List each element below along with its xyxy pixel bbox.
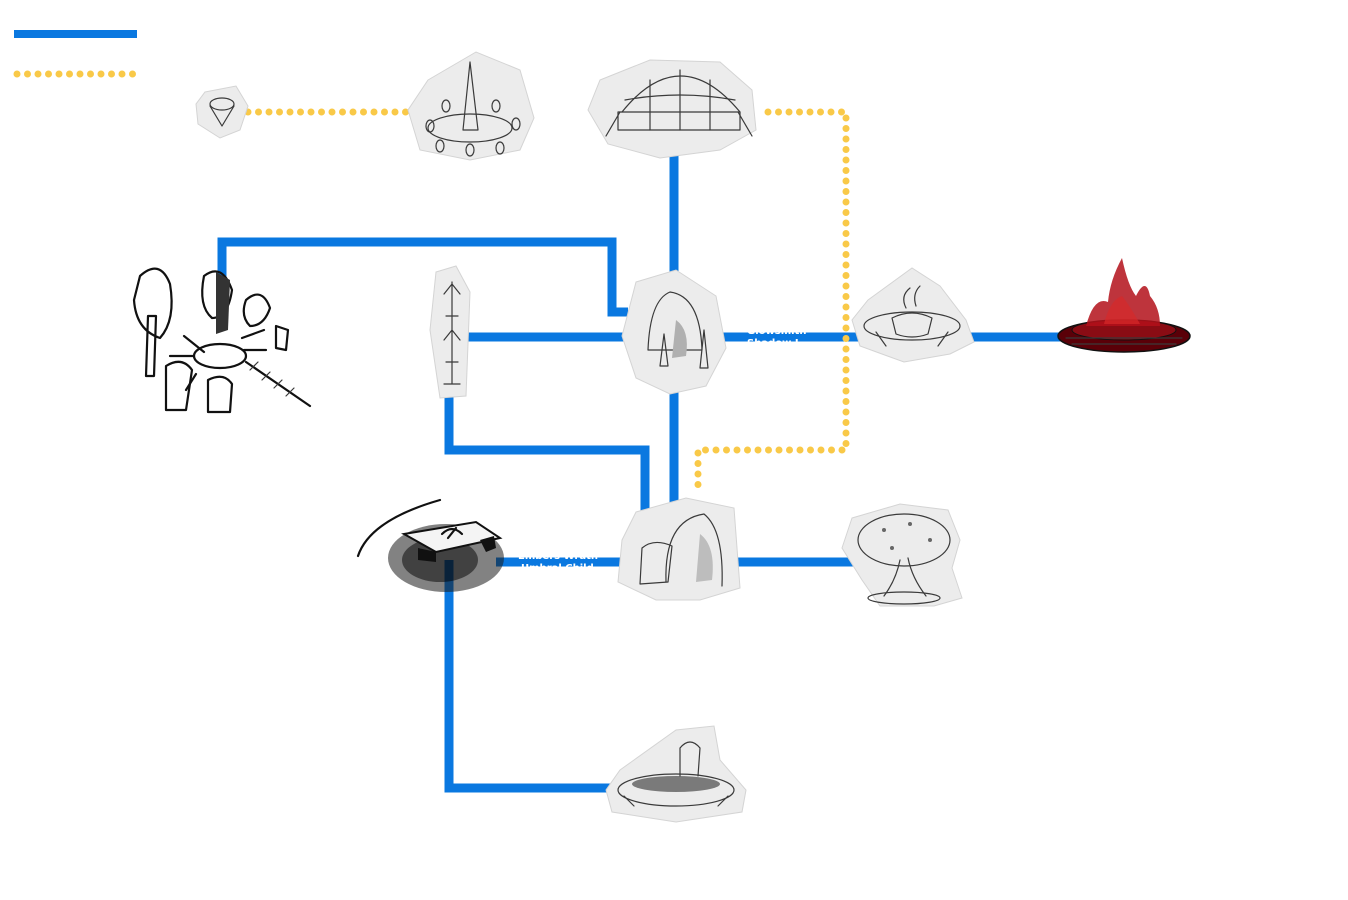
crystal-circle-icon[interactable] — [407, 51, 535, 161]
cauldron-altar-icon[interactable] — [851, 267, 975, 363]
edge-altar-to-well — [444, 560, 610, 793]
shadow-altar-icon[interactable] — [356, 498, 504, 592]
edge-totem-to-cave — [444, 395, 650, 530]
totem-pole-icon[interactable] — [429, 265, 471, 399]
solid-connectors — [217, 152, 1070, 793]
fire-pit-icon[interactable] — [1057, 258, 1191, 353]
gem-icon[interactable] — [195, 85, 249, 139]
standing-stones-icon[interactable] — [132, 267, 312, 414]
monolith-shrine-icon[interactable] — [621, 269, 727, 395]
edge-label-b-line2: Umbral Child — [521, 563, 594, 574]
dotted-dome-to-cave — [694, 108, 850, 498]
edge-stones-to-monolith — [217, 237, 628, 317]
edge-label-a-line2: Shadow L — [747, 338, 802, 349]
sacred-tree-icon[interactable] — [841, 503, 963, 607]
cave-shrine-icon[interactable] — [617, 497, 741, 601]
edge-label-a-line1: Glowsmith — [747, 326, 806, 337]
domed-pavilion-icon[interactable] — [587, 59, 757, 159]
well-pool-icon[interactable] — [605, 725, 747, 823]
dotted-connectors — [244, 108, 850, 498]
edge-labels: Glowsmith Shadow L Embers Wrath Umbral C… — [518, 326, 806, 574]
edge-label-b-line1: Embers Wrath — [518, 551, 598, 562]
legend — [13, 30, 139, 78]
